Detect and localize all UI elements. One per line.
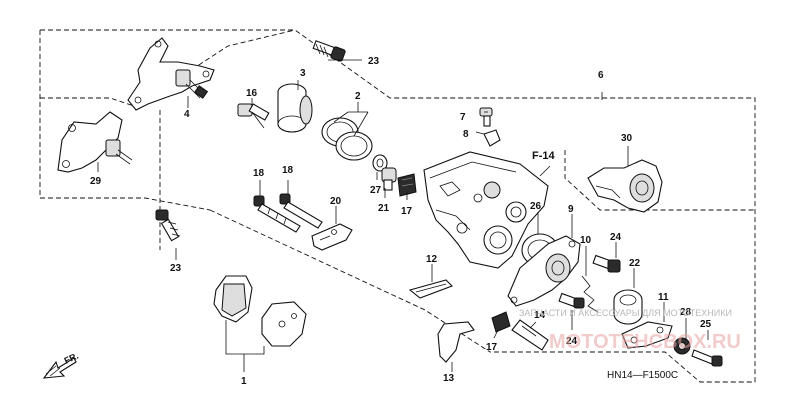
watermark-line-1: ЗАПЧАСТИ И АКСЕССУАРЫ ДЛЯ МОТОТЕХНИКИ <box>519 308 732 318</box>
callout-22: 22 <box>629 258 641 269</box>
callout-28: 28 <box>680 307 692 318</box>
clip-8 <box>483 129 501 147</box>
bolt-23-upper <box>312 40 346 62</box>
callout-30: 30 <box>621 133 633 144</box>
callout-27: 27 <box>370 185 382 196</box>
caliper-body <box>423 151 549 269</box>
callout-17-lower: 17 <box>486 342 498 353</box>
drawing-code: HN14—F1500C <box>607 370 678 381</box>
callout-18-left: 18 <box>253 168 265 179</box>
bolt-24-lower <box>558 292 585 309</box>
piston-3 <box>277 83 313 133</box>
callout-3: 3 <box>300 68 306 79</box>
callout-17-upper: 17 <box>401 206 413 217</box>
callout-6: 6 <box>598 70 604 81</box>
pin-bolt-18-left <box>253 195 301 233</box>
callout-2: 2 <box>355 91 361 102</box>
callout-8: 8 <box>463 129 469 140</box>
cover-30 <box>587 159 663 213</box>
front-direction-label: FR. <box>63 351 80 366</box>
slide-pin-14 <box>511 319 549 351</box>
piston-22 <box>613 289 643 325</box>
callout-10: 10 <box>580 235 592 246</box>
bolt-23-lower <box>155 209 181 242</box>
callout-23-upper: 23 <box>368 56 380 67</box>
front-direction-arrow-icon <box>42 357 77 379</box>
washer-27 <box>372 154 388 172</box>
callout-24-upper: 24 <box>610 232 622 243</box>
callout-23-lower: 23 <box>170 263 182 274</box>
callout-21: 21 <box>378 203 390 214</box>
boot-17-upper <box>397 173 417 197</box>
bolt-28 <box>691 349 723 367</box>
group-boundary-lines <box>39 29 756 383</box>
retainer-13 <box>437 321 475 363</box>
callout-7: 7 <box>460 112 466 123</box>
watermark-line-2: MOTOTEHCBOX.RU <box>549 331 741 353</box>
reference-label-f14: F-14 <box>532 150 556 162</box>
nipple-21 <box>381 167 397 191</box>
bolt-24-upper <box>592 254 621 273</box>
callout-25: 25 <box>700 319 712 330</box>
callout-18-right: 18 <box>282 165 294 176</box>
callout-14: 14 <box>534 310 546 321</box>
brake-pads-1 <box>213 275 307 347</box>
lever-11 <box>621 321 673 349</box>
callout-24-lower: 24 <box>566 336 578 347</box>
pad-spring-12 <box>408 279 453 299</box>
callout-11: 11 <box>658 292 669 303</box>
callout-1: 1 <box>241 376 247 387</box>
callout-labels: 1 2 3 4 6 7 8 9 10 11 12 13 14 16 17 17 … <box>90 56 712 387</box>
bracket-29 <box>57 111 133 173</box>
watermark: ЗАПЧАСТИ И АКСЕССУАРЫ ДЛЯ МОТОТЕХНИКИ MO… <box>519 308 741 353</box>
pad-spring-20 <box>311 223 353 251</box>
callout-16: 16 <box>246 88 258 99</box>
callout-13: 13 <box>443 373 455 384</box>
piston-seals-2 <box>321 117 373 161</box>
bracket-9 <box>507 235 581 307</box>
pin-bolt-18-right <box>279 193 323 229</box>
callout-20: 20 <box>330 196 342 207</box>
screw-7 <box>479 107 493 127</box>
bracket-assembly-4 <box>127 37 215 111</box>
callout-leader-lines <box>97 59 709 372</box>
callout-29: 29 <box>90 176 102 187</box>
callout-26: 26 <box>530 201 542 212</box>
callout-9: 9 <box>568 204 574 215</box>
boot-17-lower <box>491 311 511 333</box>
bleed-screw-16 <box>237 103 270 129</box>
washer-25 <box>673 337 691 355</box>
spring-10 <box>581 275 599 313</box>
callout-12: 12 <box>426 254 438 265</box>
callout-4: 4 <box>184 109 190 120</box>
